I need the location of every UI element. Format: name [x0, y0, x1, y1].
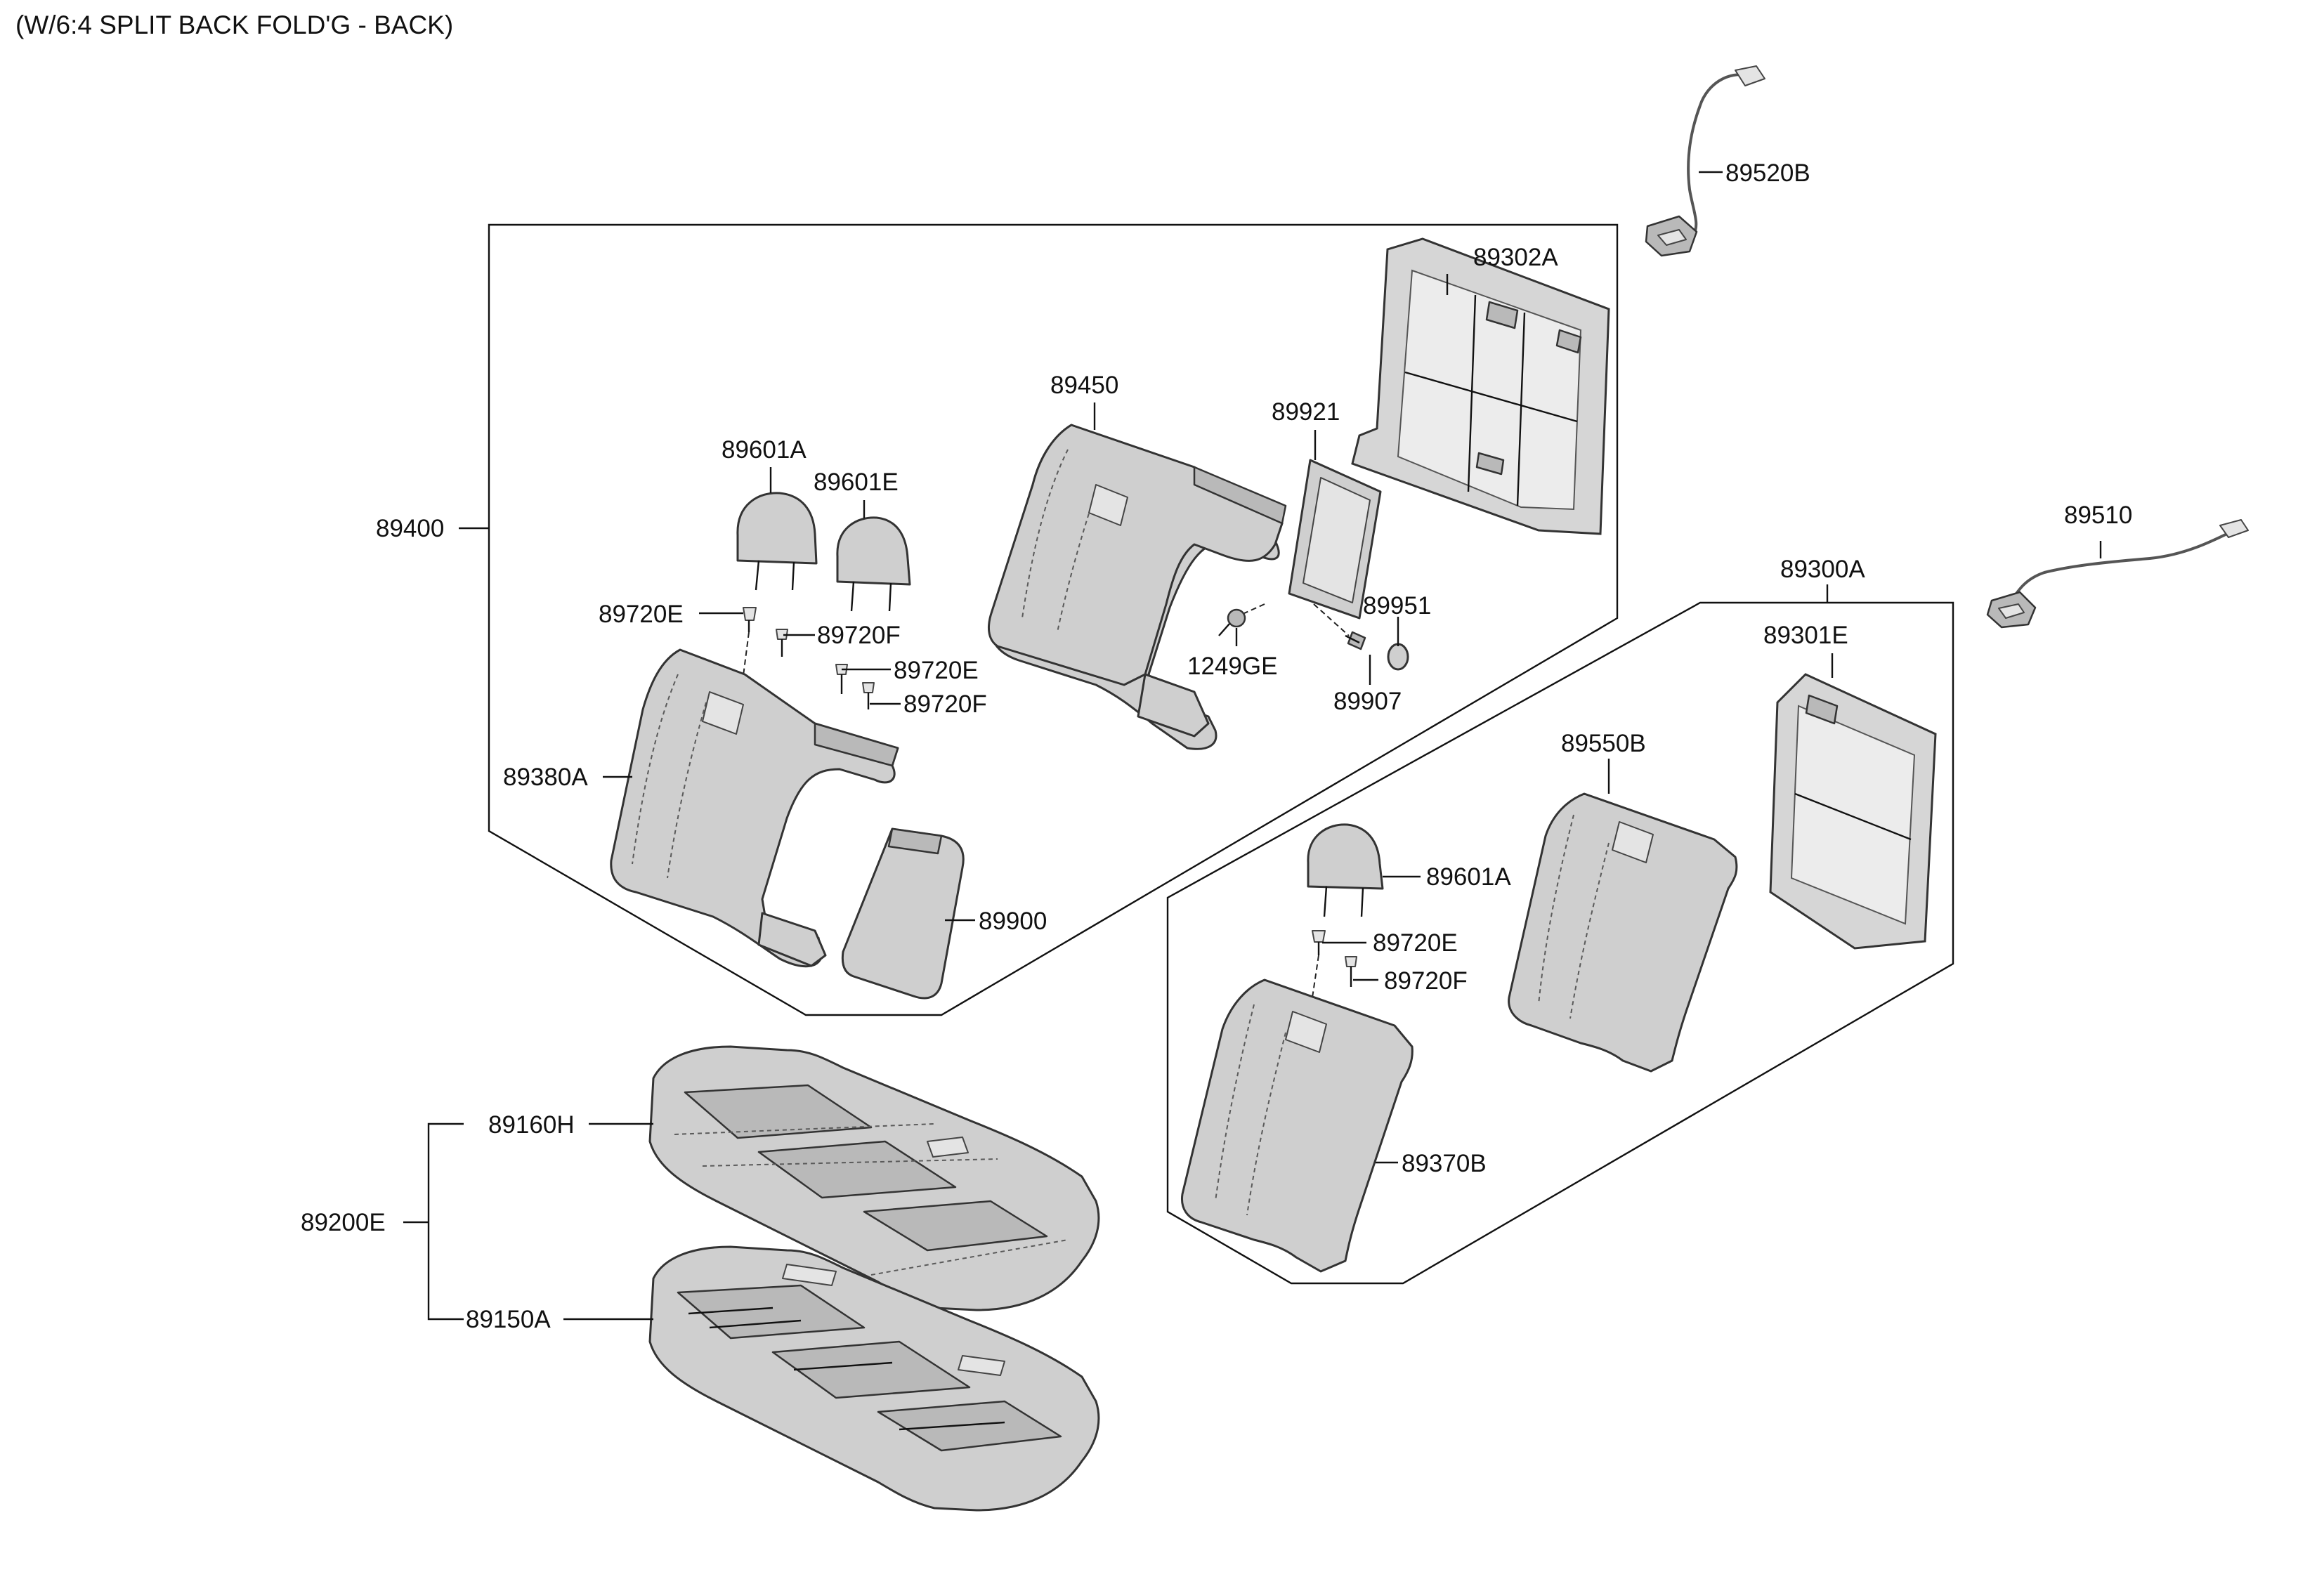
- label-89160H: 89160H: [488, 1111, 575, 1139]
- label-89720F-right: 89720F: [1384, 967, 1468, 995]
- headrest-89601E: [836, 516, 911, 612]
- label-89510: 89510: [2064, 502, 2132, 529]
- bolt-89907: [1345, 631, 1366, 650]
- label-89720E-left: 89720E: [599, 601, 684, 628]
- guide-89720E-right: [1312, 930, 1326, 955]
- guide-89720F-mid: [862, 682, 875, 709]
- cable-89510: [1986, 519, 2249, 629]
- label-89200E: 89200E: [301, 1209, 386, 1236]
- backrest-89370B: [1180, 978, 1414, 1273]
- guide-89720E-left: [743, 607, 757, 632]
- label-89450: 89450: [1050, 372, 1118, 399]
- backrest-89380A: [610, 648, 899, 968]
- label-89601A-right: 89601A: [1426, 863, 1511, 891]
- cap-89951: [1387, 643, 1409, 671]
- label-89720F-left: 89720F: [817, 622, 901, 649]
- label-89907: 89907: [1333, 688, 1402, 715]
- armrest-89900: [841, 827, 965, 1000]
- seat-cushion-89150A: [648, 1245, 1100, 1512]
- label-89601E: 89601E: [814, 469, 899, 496]
- frame-89302A: [1351, 237, 1610, 535]
- screw-1249GE: [1218, 608, 1246, 636]
- label-89601A-left: 89601A: [722, 436, 807, 464]
- headrest-89601A-left: [736, 492, 818, 591]
- leader-lines: [403, 171, 2102, 1321]
- label-89921: 89921: [1272, 398, 1340, 426]
- part-labels: 89520B 89302A 89450 89921 89601A 89601E …: [301, 159, 2132, 1333]
- label-89301E: 89301E: [1763, 622, 1848, 649]
- label-89520B: 89520B: [1725, 159, 1810, 187]
- label-89720E-mid: 89720E: [894, 657, 979, 684]
- label-89150A: 89150A: [466, 1306, 551, 1333]
- backrest-89550B: [1508, 792, 1738, 1073]
- frame-89301E: [1769, 673, 1937, 950]
- label-89550B: 89550B: [1561, 730, 1646, 757]
- label-89300A: 89300A: [1780, 556, 1865, 583]
- label-89900: 89900: [979, 908, 1047, 935]
- backrest-89450: [988, 424, 1287, 750]
- label-89720F-mid: 89720F: [903, 690, 987, 718]
- guide-89720F-left: [776, 629, 788, 657]
- label-89400: 89400: [376, 515, 444, 542]
- headrest-89601A-right: [1307, 823, 1384, 917]
- group-89400-outline: [488, 223, 1619, 1016]
- label-89951: 89951: [1363, 592, 1431, 620]
- label-1249GE: 1249GE: [1187, 653, 1277, 680]
- guide-89720F-right: [1345, 956, 1357, 987]
- seat-cushion-89160H: [648, 1045, 1100, 1311]
- armrest-cover-89921: [1236, 459, 1382, 636]
- group-89300A-outline: [1166, 601, 1954, 1285]
- label-89720E-right: 89720E: [1373, 929, 1458, 957]
- cable-89520B: [1645, 65, 1765, 257]
- label-89380A: 89380A: [503, 764, 588, 791]
- diagram-title: (W/6:4 SPLIT BACK FOLD'G - BACK): [15, 11, 453, 39]
- label-89370B: 89370B: [1402, 1150, 1487, 1177]
- label-89302A: 89302A: [1473, 244, 1558, 271]
